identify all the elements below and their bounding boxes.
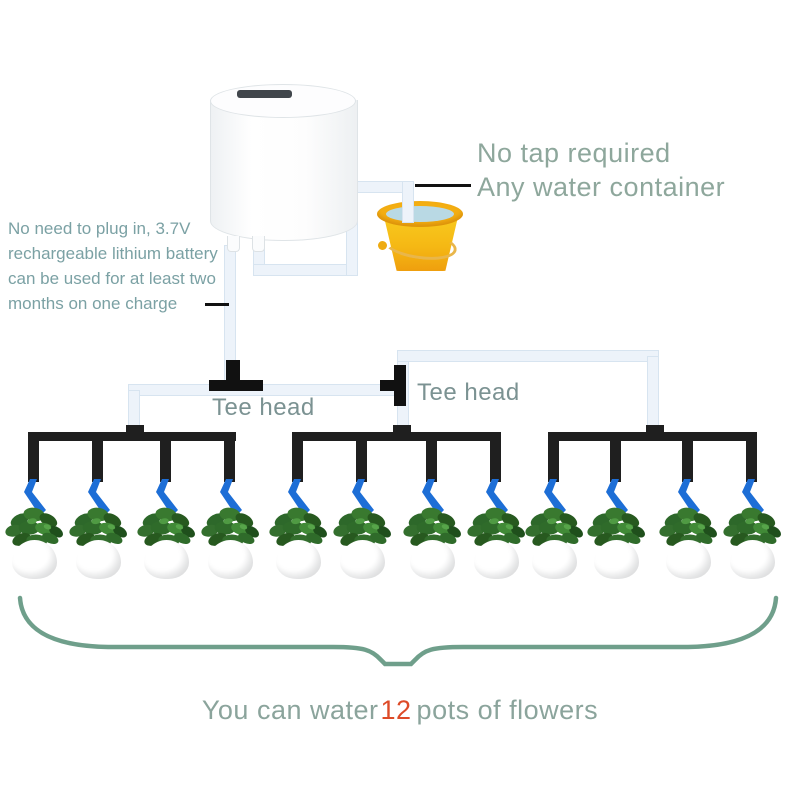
drip-riser [490,432,501,482]
feed-tube-right-horizontal [397,350,659,362]
battery-note-line: can be used for at least two [8,269,216,288]
drip-riser [426,432,437,482]
battery-note-line: rechargeable lithium battery [8,244,218,263]
plant-pot [208,540,253,579]
plant-unit [658,432,718,587]
drip-riser [224,432,235,482]
drip-riser [746,432,757,482]
pump-top [210,84,356,118]
curly-brace-icon [17,595,779,667]
manifold-feed-nub [393,425,411,433]
plant-pot [410,540,455,579]
plant-unit [402,432,462,587]
plant-pot [276,540,321,579]
drip-riser [356,432,367,482]
caption: You can water 12 pots of flowers [0,695,800,726]
pump-slot [237,90,292,98]
drip-riser [548,432,559,482]
pointer-line-container [415,184,471,187]
bucket-handle-knob [378,241,387,250]
plant-unit [586,432,646,587]
tee-connector-2-bar [394,365,406,406]
tee-head-label-1: Tee head [212,394,315,421]
plant-unit [332,432,392,587]
plant-unit [4,432,64,587]
pump-nozzle-left [227,236,240,252]
battery-note: No need to plug in, 3.7V rechargeable li… [8,216,248,316]
pump-body [210,100,358,241]
plant-pot [76,540,121,579]
manifold-feed-nub [646,425,664,433]
caption-suffix: pots of flowers [416,695,599,725]
drip-riser [160,432,171,482]
plant-unit [268,432,328,587]
drip-riser [610,432,621,482]
plant-pot [594,540,639,579]
plant-unit [200,432,260,587]
manifold-feed-nub [126,425,144,433]
battery-note-line: months on one charge [8,294,178,313]
bucket-water [386,206,454,222]
pointer-line-battery [205,303,229,306]
feed-tube-right-drop [647,356,659,428]
tee-head-label-2: Tee head [417,379,520,406]
feed-tube-left-drop [128,390,140,428]
pump-device-icon [210,84,358,254]
plant-unit [722,432,782,587]
no-tap-text: No tap required [477,138,671,168]
drip-riser [28,432,39,482]
plant-pot [474,540,519,579]
drip-riser [292,432,303,482]
tee-connector-2-stem [380,380,396,391]
plant-pot [532,540,577,579]
plant-unit [524,432,584,587]
plant-pot [730,540,775,579]
manifold-bar-left [28,432,236,441]
caption-count: 12 [380,695,412,725]
plant-unit [68,432,128,587]
plant-pot [144,540,189,579]
water-bucket-icon [375,195,467,280]
plant-pot [666,540,711,579]
manifold-bar-right [548,432,757,441]
any-container-text: Any water container [477,172,726,202]
suction-tube-segment [253,264,357,276]
plant-unit [466,432,526,587]
battery-note-line: No need to plug in, 3.7V [8,219,191,238]
plant-pot [340,540,385,579]
pump-nozzle-right [252,236,265,252]
manifold-bar-middle [293,432,501,441]
drip-riser [682,432,693,482]
caption-prefix: You can water [201,695,379,725]
plant-pot [12,540,57,579]
drip-riser [92,432,103,482]
tee-connector-1-stem [226,360,240,386]
suction-tube-into-bucket [402,181,414,223]
tee-connector-1-bar [209,380,263,391]
plant-unit [136,432,196,587]
